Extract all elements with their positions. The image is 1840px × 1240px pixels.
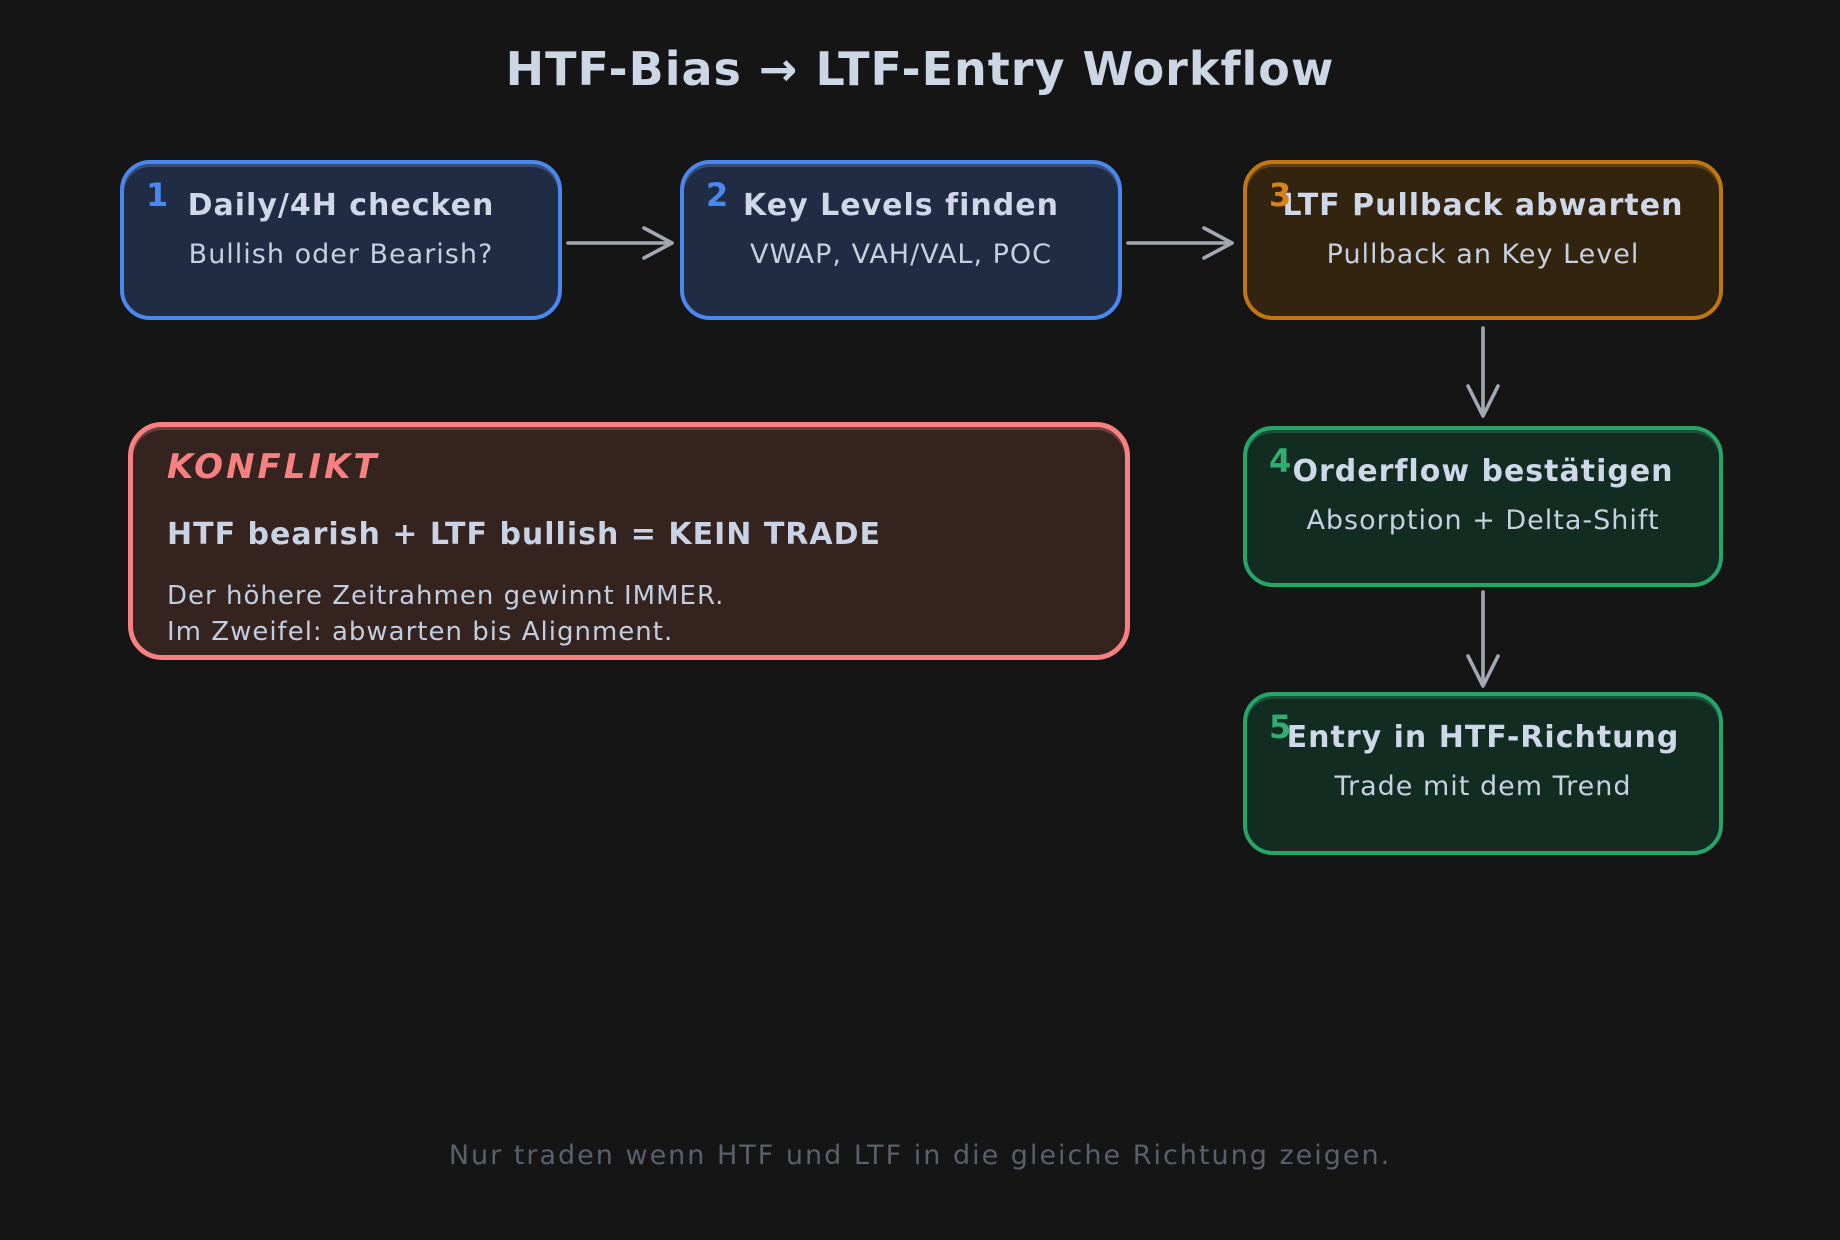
step-4-title: Orderflow bestätigen [1292, 454, 1674, 489]
arrow-step1-to-step2-icon [566, 226, 674, 260]
step-2-subtitle: VWAP, VAH/VAL, POC [749, 239, 1053, 270]
arrow-step4-to-step5-icon [1466, 590, 1500, 688]
conflict-note-line-2: Im Zweifel: abwarten bis Alignment. [167, 617, 674, 647]
step-5-title: Entry in HTF-Richtung [1286, 720, 1680, 755]
footer-note: Nur traden wenn HTF und LTF in die gleic… [448, 1140, 1392, 1171]
step-2-number: 2 [706, 176, 729, 214]
conflict-rule: HTF bearish + LTF bullish = KEIN TRADE [167, 517, 881, 552]
conflict-note: Der höhere Zeitrahmen gewinnt IMMER. Im … [167, 578, 1091, 650]
step-4-box: 4 Orderflow bestätigen Absorption + Delt… [1243, 426, 1723, 587]
step-3-subtitle: Pullback an Key Level [1326, 239, 1640, 270]
step-2-title: Key Levels finden [743, 188, 1059, 223]
arrow-step2-to-step3-icon [1126, 226, 1234, 260]
step-3-title: LTF Pullback abwarten [1282, 188, 1684, 223]
step-5-box: 5 Entry in HTF-Richtung Trade mit dem Tr… [1243, 692, 1723, 855]
conflict-note-line-1: Der höhere Zeitrahmen gewinnt IMMER. [167, 581, 725, 611]
step-5-subtitle: Trade mit dem Trend [1334, 771, 1632, 802]
step-3-number: 3 [1269, 176, 1292, 214]
step-1-subtitle: Bullish oder Bearish? [188, 239, 494, 270]
step-5-number: 5 [1269, 708, 1292, 746]
diagram-title: HTF-Bias → LTF-Entry Workflow [505, 42, 1335, 96]
step-1-number: 1 [146, 176, 169, 214]
step-3-box: 3 LTF Pullback abwarten Pullback an Key … [1243, 160, 1723, 320]
step-1-box: 1 Daily/4H checken Bullish oder Bearish? [120, 160, 562, 320]
arrow-step3-to-step4-icon [1466, 326, 1500, 418]
conflict-box: KONFLIKT HTF bearish + LTF bullish = KEI… [128, 422, 1130, 660]
step-2-box: 2 Key Levels finden VWAP, VAH/VAL, POC [680, 160, 1122, 320]
step-4-number: 4 [1269, 442, 1292, 480]
step-1-title: Daily/4H checken [187, 188, 495, 223]
step-4-subtitle: Absorption + Delta-Shift [1306, 505, 1660, 536]
conflict-heading: KONFLIKT [167, 447, 380, 487]
